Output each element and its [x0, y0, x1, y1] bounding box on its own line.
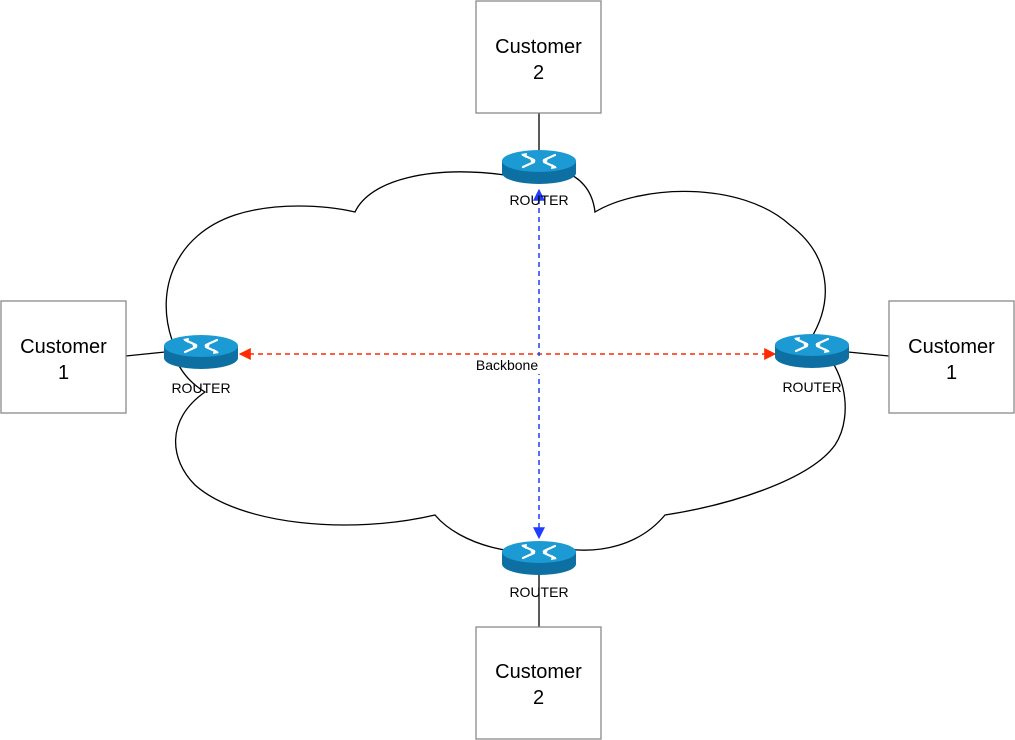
- customer-right-line1: Customer: [908, 336, 995, 358]
- customer-box-left: Customer 1: [0, 300, 127, 414]
- router-right-icon: [773, 332, 851, 370]
- router-right: ROUTER: [773, 332, 851, 395]
- customer-right-line2: 1: [946, 362, 957, 384]
- router-left-label: ROUTER: [171, 380, 230, 396]
- router-left-icon: [162, 333, 240, 371]
- router-top: ROUTER: [500, 148, 578, 208]
- router-top-label: ROUTER: [509, 192, 568, 208]
- customer-bottom-line1: Customer: [495, 661, 582, 683]
- router-bottom-label: ROUTER: [509, 584, 568, 600]
- customer-top-line1: Customer: [495, 36, 582, 58]
- backbone-cloud: [165, 167, 846, 553]
- right-access-line: [847, 351, 890, 357]
- customer-box-right: Customer 1: [888, 300, 1015, 414]
- left-access-line: [125, 351, 166, 357]
- backbone-label: Backbone: [476, 357, 538, 373]
- router-bottom-icon: [500, 539, 578, 577]
- customer-top-line2: 2: [533, 62, 544, 84]
- customer-box-bottom: Customer 2: [475, 626, 602, 740]
- router-left: ROUTER: [162, 333, 240, 396]
- customer-box-top: Customer 2: [475, 0, 602, 114]
- router-right-label: ROUTER: [782, 379, 841, 395]
- customer-bottom-line2: 2: [533, 687, 544, 709]
- router-top-icon: [500, 148, 578, 186]
- customer-left-line1: Customer: [20, 336, 107, 358]
- customer-left-line2: 1: [58, 362, 69, 384]
- router-bottom: ROUTER: [500, 539, 578, 600]
